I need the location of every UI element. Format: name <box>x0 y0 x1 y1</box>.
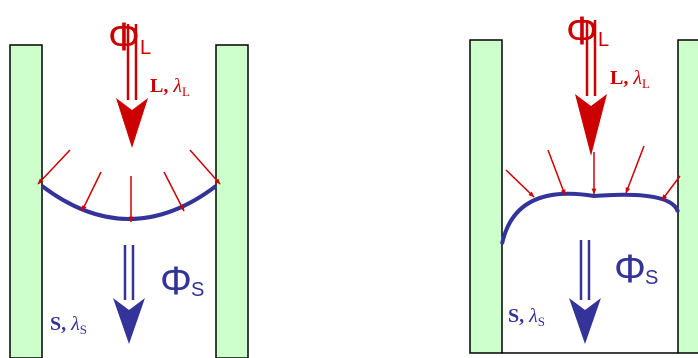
right-solid-label-subscript: S <box>538 314 545 329</box>
left-solid-liquid-interface <box>40 184 218 221</box>
right-solid-label: S, λS <box>508 305 545 329</box>
right-interface-arrow-2 <box>547 149 566 196</box>
left-panel: Φ L L, λL Φ S S, λS <box>9 15 249 358</box>
left-solid-label-lambda: λ <box>70 313 80 335</box>
right-phi-liquid-subscript: L <box>598 29 609 51</box>
right-interface-flux-arrows <box>505 145 681 201</box>
left-liquid-label-lambda: λ <box>172 75 182 97</box>
right-phi-solid-subscript: S <box>645 267 658 289</box>
left-liquid-label-subscript: L <box>182 84 190 99</box>
right-interface-arrow-5 <box>661 175 681 201</box>
left-crucible-wall-right <box>215 44 249 358</box>
right-crucible-wall-right <box>677 39 698 354</box>
left-phi-solid-subscript: S <box>191 279 204 301</box>
left-interface-flux-arrows <box>37 149 221 223</box>
left-crucible-wall-left <box>9 44 43 358</box>
left-interface-arrow-5 <box>189 149 221 185</box>
right-phi-solid-symbol: Φ <box>614 247 646 291</box>
left-interface-arrow-4 <box>163 171 185 212</box>
right-interface-arrow-1 <box>505 169 535 198</box>
right-liquid-flux-arrow <box>575 20 607 156</box>
left-solid-label: S, λS <box>50 313 87 337</box>
left-phi-liquid-symbol: Φ <box>108 15 140 59</box>
right-solid-label-text: S, <box>508 305 529 327</box>
right-phi-liquid-symbol: Φ <box>566 9 598 53</box>
left-phi-liquid-subscript: L <box>140 37 151 59</box>
left-solid-label-subscript: S <box>80 322 87 337</box>
right-solid-flux-arrow <box>569 240 601 344</box>
left-liquid-flux-arrow <box>116 24 148 148</box>
right-panel: Φ L L, λL Φ S S, λS <box>469 9 698 354</box>
left-solid-label-text: S, <box>50 313 71 335</box>
right-liquid-label: L, λL <box>610 67 650 91</box>
left-solid-flux-arrow <box>113 245 145 344</box>
right-crucible-wall-left <box>469 39 503 354</box>
right-liquid-label-lambda: λ <box>632 67 642 89</box>
left-interface-arrow-2 <box>81 171 102 212</box>
right-liquid-label-subscript: L <box>642 76 650 91</box>
right-interface-arrow-4 <box>625 145 645 194</box>
left-liquid-label: L, λL <box>150 75 190 99</box>
right-liquid-label-text: L, <box>610 67 633 89</box>
left-liquid-label-text: L, <box>150 75 173 97</box>
right-solid-label-lambda: λ <box>528 305 538 327</box>
left-phi-solid-symbol: Φ <box>160 259 192 303</box>
right-solid-liquid-interface <box>500 191 680 245</box>
left-interface-arrow-1 <box>37 149 71 185</box>
